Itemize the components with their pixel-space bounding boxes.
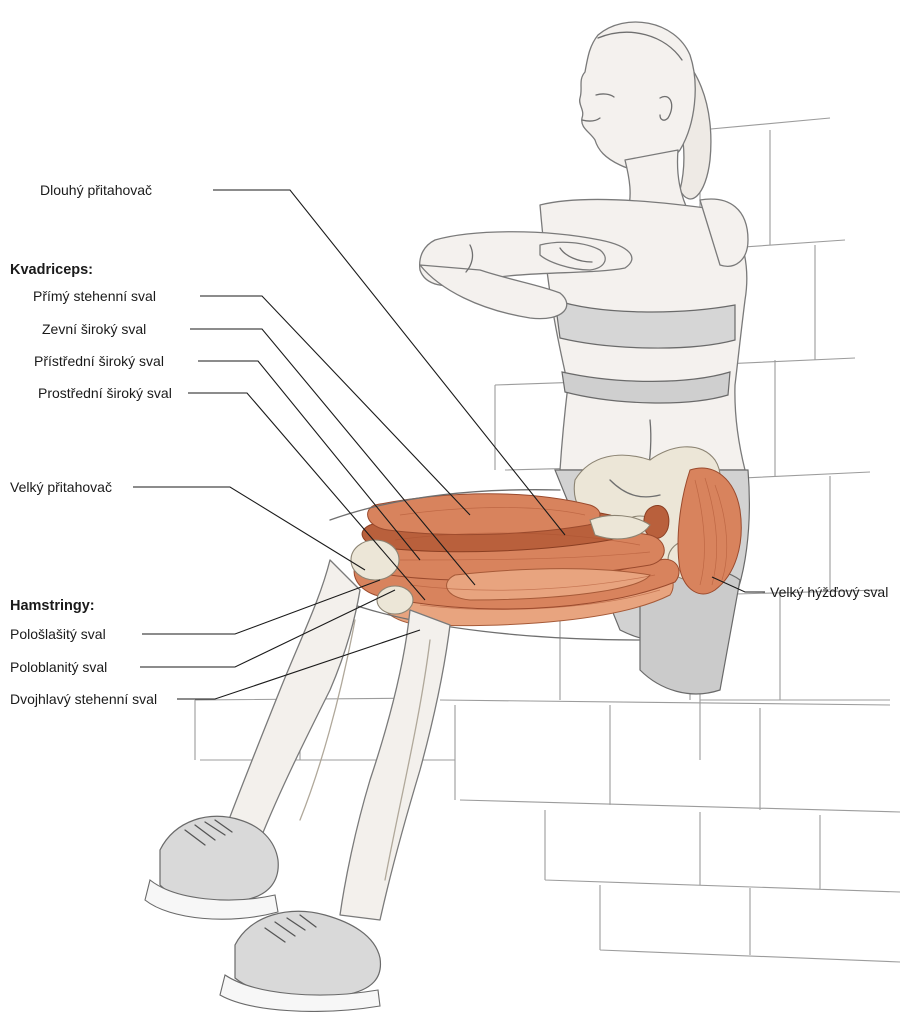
label-hamstrings-heading: Hamstringy: xyxy=(10,598,95,614)
label-semitendinosus: Pološlašitý sval xyxy=(10,626,106,642)
label-biceps-femoris: Dvojhlavý stehenní sval xyxy=(10,691,157,707)
label-adductor-longus: Dlouhý přitahovač xyxy=(40,182,152,198)
label-vastus-lateralis: Zevní široký sval xyxy=(42,321,146,337)
label-rectus-femoris: Přímý stehenní sval xyxy=(33,288,156,304)
rectus-femoris-muscle xyxy=(368,494,600,535)
label-gluteus-maximus: Velký hýžďový sval xyxy=(770,584,888,600)
label-vastus-medialis: Přístřední široký sval xyxy=(34,353,164,369)
label-vastus-intermedius: Prostřední široký sval xyxy=(38,385,172,401)
label-semimembranosus: Poloblanitý sval xyxy=(10,659,107,675)
figure-upper-body xyxy=(420,22,748,470)
label-adductor-magnus: Velký přitahovač xyxy=(10,479,112,495)
leader-adductor-magnus xyxy=(133,487,365,570)
label-quadriceps-heading: Kvadriceps: xyxy=(10,262,93,278)
